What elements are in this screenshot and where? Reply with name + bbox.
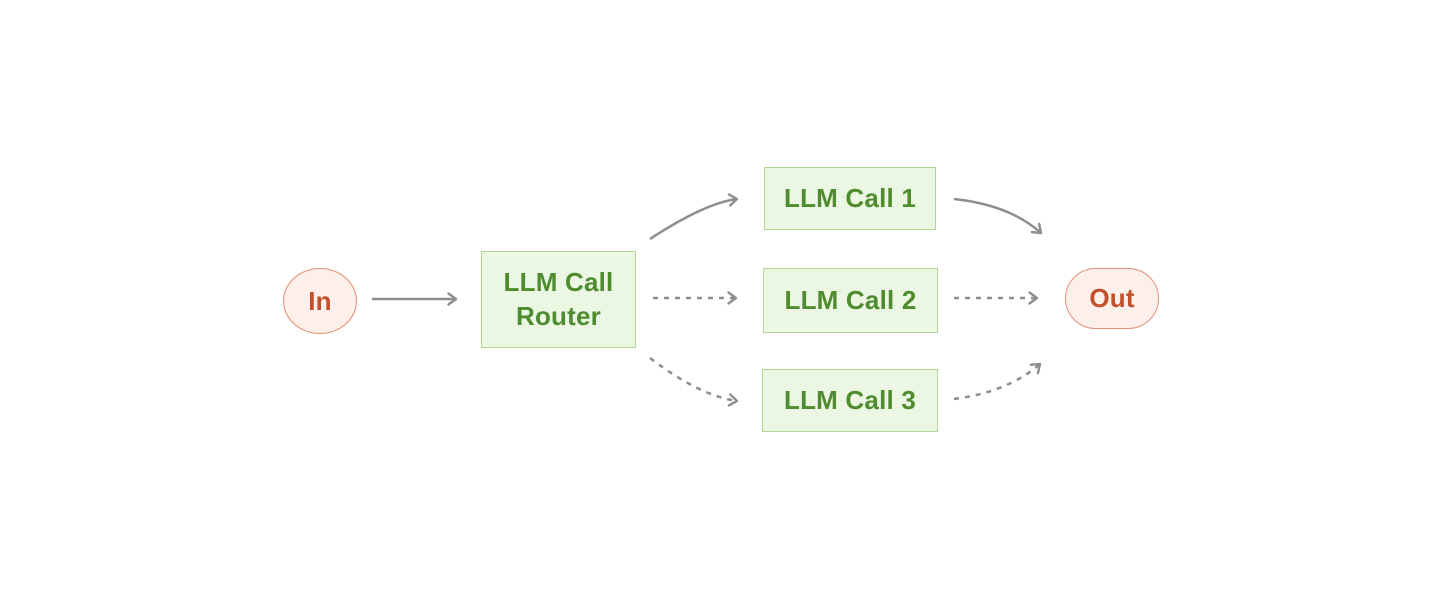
edge-call1-to-output	[953, 197, 1043, 235]
node-llm-call-2-label: LLM Call 2	[784, 285, 917, 315]
node-output: Out	[1065, 268, 1159, 329]
edge-router-to-call3	[649, 357, 739, 407]
node-output-label: Out	[1089, 283, 1135, 313]
node-llm-call-router: LLM Call Router	[481, 251, 636, 348]
edge-call3-to-output	[953, 362, 1042, 401]
node-router-label-line1: LLM Call	[503, 267, 614, 298]
edge-router-to-call1	[649, 193, 739, 241]
node-router-label-line2: Router	[516, 300, 601, 331]
node-llm-call-1: LLM Call 1	[764, 167, 936, 230]
node-llm-call-3: LLM Call 3	[762, 369, 938, 432]
node-input-label: In	[308, 285, 332, 316]
node-llm-call-1-label: LLM Call 1	[783, 183, 916, 213]
node-llm-call-3-label: LLM Call 3	[783, 385, 916, 415]
node-input: In	[283, 268, 357, 334]
node-llm-call-2: LLM Call 2	[763, 268, 938, 333]
